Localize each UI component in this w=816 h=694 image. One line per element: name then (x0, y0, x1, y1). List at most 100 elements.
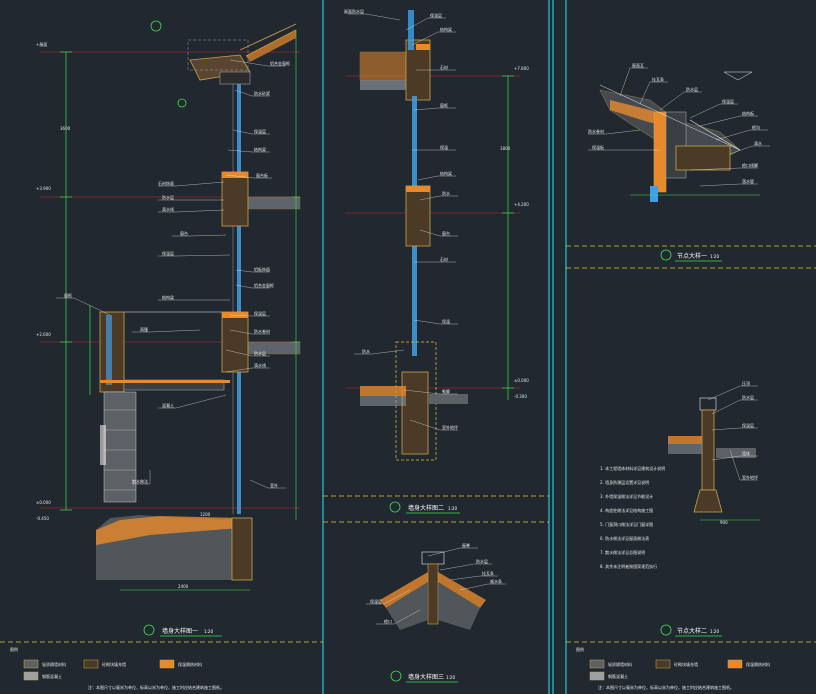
callout-wall2-6: 保温 (440, 144, 448, 150)
callout-wall1-19: 滴水线 (254, 362, 266, 368)
callout-wall1-18: 防水层 (254, 350, 266, 356)
callout-wall1-13: 结构梁 (162, 294, 174, 300)
wall-section-1: 铝合金窗框防水砂浆保温层结构梁窗台板石材饰面防水层滴水线窗台保温层铝板饰面铝合金… (56, 20, 301, 591)
node2-notes: 1. 本工程墙体材料详见建筑设计说明 2. 墙身防潮层设置详见说明 3. 外墙保温做… (600, 465, 665, 569)
callout-wall1-11: 铝板饰面 (254, 266, 270, 272)
callout-wall1-16: 窗框 (64, 292, 72, 298)
dimension-5: 900 (720, 520, 728, 525)
title-node2-text: 节点大样二 (677, 627, 707, 635)
callout-node1-5: 结构板 (742, 110, 754, 116)
legend-right-header: 图例 (576, 646, 584, 652)
scale-wall3: 1:20 (446, 675, 455, 680)
callout-wall1-8: 滴水线 (162, 206, 174, 212)
scale-node1: 1:20 (710, 254, 719, 259)
callout-wall1-6: 石材饰面 (158, 180, 174, 186)
callout-node1-1: 屋面瓦 (632, 62, 644, 68)
node2-note-1: 1. 本工程墙体材料详见建筑设计说明 (600, 465, 665, 471)
callout-node2-2: 防水层 (742, 394, 754, 400)
legend-left-item-1: 轻质隔墙材料 (42, 661, 66, 667)
dimension-4: 1800 (500, 146, 511, 151)
title-wall1: 墙身大样图一 1:20 (143, 624, 222, 637)
callout-wall2-13: 勒脚 (442, 388, 450, 394)
legend-right-item-4: 钢筋混凝土 (608, 673, 628, 679)
node2-note-4: 4. 构造柱做法详见结构施工图 (600, 507, 653, 513)
callout-wall2-3: 结构梁 (440, 26, 452, 32)
callout-wall1-3: 保温层 (254, 128, 266, 134)
title-wall3: 墙身大样图三 1:20 (390, 670, 458, 683)
callout-wall3-5: 保温层 (370, 598, 382, 604)
callout-node1-8: 防水卷材 (588, 128, 604, 134)
node2-note-7: 7. 散水做法详见总图说明 (600, 549, 645, 555)
callout-node1-6: 檐沟 (752, 124, 760, 130)
node2-note-3: 3. 外墙保温做法详见节能设计 (600, 493, 653, 499)
callout-wall3-6: 檐口 (384, 618, 392, 624)
dimension-3: 3600 (60, 126, 71, 131)
callout-wall1-2: 防水砂浆 (254, 90, 270, 96)
legend-right-note: 注：本图尺寸以毫米为单位，标高以米为单位，施工时应结合建筑施工图纸。 (598, 684, 734, 690)
elevation-tag-7: +4.200 (514, 202, 529, 207)
node2-note-8: 8. 其余未注明者按国家规范执行 (600, 563, 657, 569)
elevation-tag-8: ±0.000 (514, 378, 529, 383)
callout-node2-3: 保温层 (742, 422, 754, 428)
dimension-1: 2400 (178, 584, 189, 589)
callout-wall3-4: 顺水条 (490, 578, 502, 584)
callout-node2-4: 墙体 (742, 450, 750, 456)
callout-wall1-12: 铝合金窗框 (254, 282, 274, 288)
scale-wall1: 1:20 (204, 629, 213, 634)
title-wall2-text: 墙身大样图二 (408, 504, 444, 512)
callout-wall2-8: 防水 (442, 190, 450, 196)
callout-wall2-5: 窗框 (440, 102, 448, 108)
elevation-tag-2: +3.900 (36, 186, 51, 191)
callout-wall2-9: 窗台 (442, 230, 450, 236)
scale-wall2: 1:20 (448, 506, 457, 511)
callout-node1-7: 滴水 (754, 140, 762, 146)
legend-right-item-3: 保温隔热材料 (746, 661, 770, 667)
legend-left-note: 注：本图尺寸以毫米为单位，标高以米为单位，施工时应结合建筑施工图纸。 (88, 684, 224, 690)
callout-wall1-4: 结构梁 (254, 146, 266, 152)
elevation-tag-6: +7.800 (514, 66, 529, 71)
callout-node2-1: 压顶 (742, 381, 750, 386)
callout-wall3-2: 防水层 (476, 558, 488, 564)
callout-wall2-10: 石材 (440, 256, 448, 262)
elevation-tag-9: -0.300 (514, 394, 527, 399)
callout-node1-9: 保温板 (592, 144, 604, 150)
callout-wall1-14: 保温层 (254, 310, 266, 316)
node2-note-2: 2. 墙身防潮层设置详见说明 (600, 479, 649, 485)
panel-frames (322, 0, 567, 694)
legend-left-item-2: 砼砌块填充墙 (102, 661, 126, 667)
legend-left: 图例 轻质隔墙材料 砼砌块填充墙 保温隔热材料 钢筋混凝土 注：本图尺寸以毫米为… (10, 646, 224, 690)
elevation-tags: +屋面+3.900+2.600±0.000-0.450+7.800+4.200±… (36, 41, 529, 521)
callout-wall2-11: 保温 (442, 318, 450, 324)
title-wall3-text: 墙身大样图三 (408, 673, 444, 681)
elevation-tag-1: +屋面 (36, 41, 47, 47)
callout-wall1-17: 雨篷 (140, 326, 148, 332)
legend-right-item-1: 轻质隔墙材料 (608, 661, 632, 667)
callout-node1-4: 保温层 (722, 98, 734, 104)
callout-wall1-7: 防水层 (162, 194, 174, 200)
elevation-tag-4: ±0.000 (36, 500, 51, 505)
panel-dividers (0, 245, 816, 643)
callout-node1-10: 檐口线脚 (742, 162, 758, 168)
legend-left-item-3: 保温隔热材料 (178, 661, 202, 667)
title-wall2: 墙身大样图二 1:20 (389, 501, 460, 514)
callout-wall2-12: 防水 (362, 348, 370, 354)
callout-wall2-14: 室外地坪 (442, 424, 458, 430)
title-node1: 节点大样一 1:20 (660, 249, 722, 262)
callout-wall1-9: 窗台 (180, 230, 188, 236)
node2-note-6: 6. 防水做法详见屋面做法表 (600, 535, 649, 541)
callout-node1-2: 挂瓦条 (652, 76, 664, 82)
callout-node2-5: 室外地坪 (742, 474, 758, 480)
title-wall1-text: 墙身大样图一 (162, 627, 198, 635)
callout-wall3-1: 屋脊 (462, 542, 470, 548)
callout-wall2-7: 结构梁 (440, 170, 452, 176)
elevation-tag-3: +2.600 (36, 332, 51, 337)
callout-node1-11: 落水管 (742, 178, 754, 184)
callout-wall1-10: 保温层 (162, 250, 174, 256)
legend-right: 图例 轻质隔墙材料 砼砌块填充墙 保温隔热材料 钢筋混凝土 注：本图尺寸以毫米为… (576, 646, 770, 690)
node2-note-5: 5. 门窗洞口做法详见门窗详图 (600, 521, 653, 527)
